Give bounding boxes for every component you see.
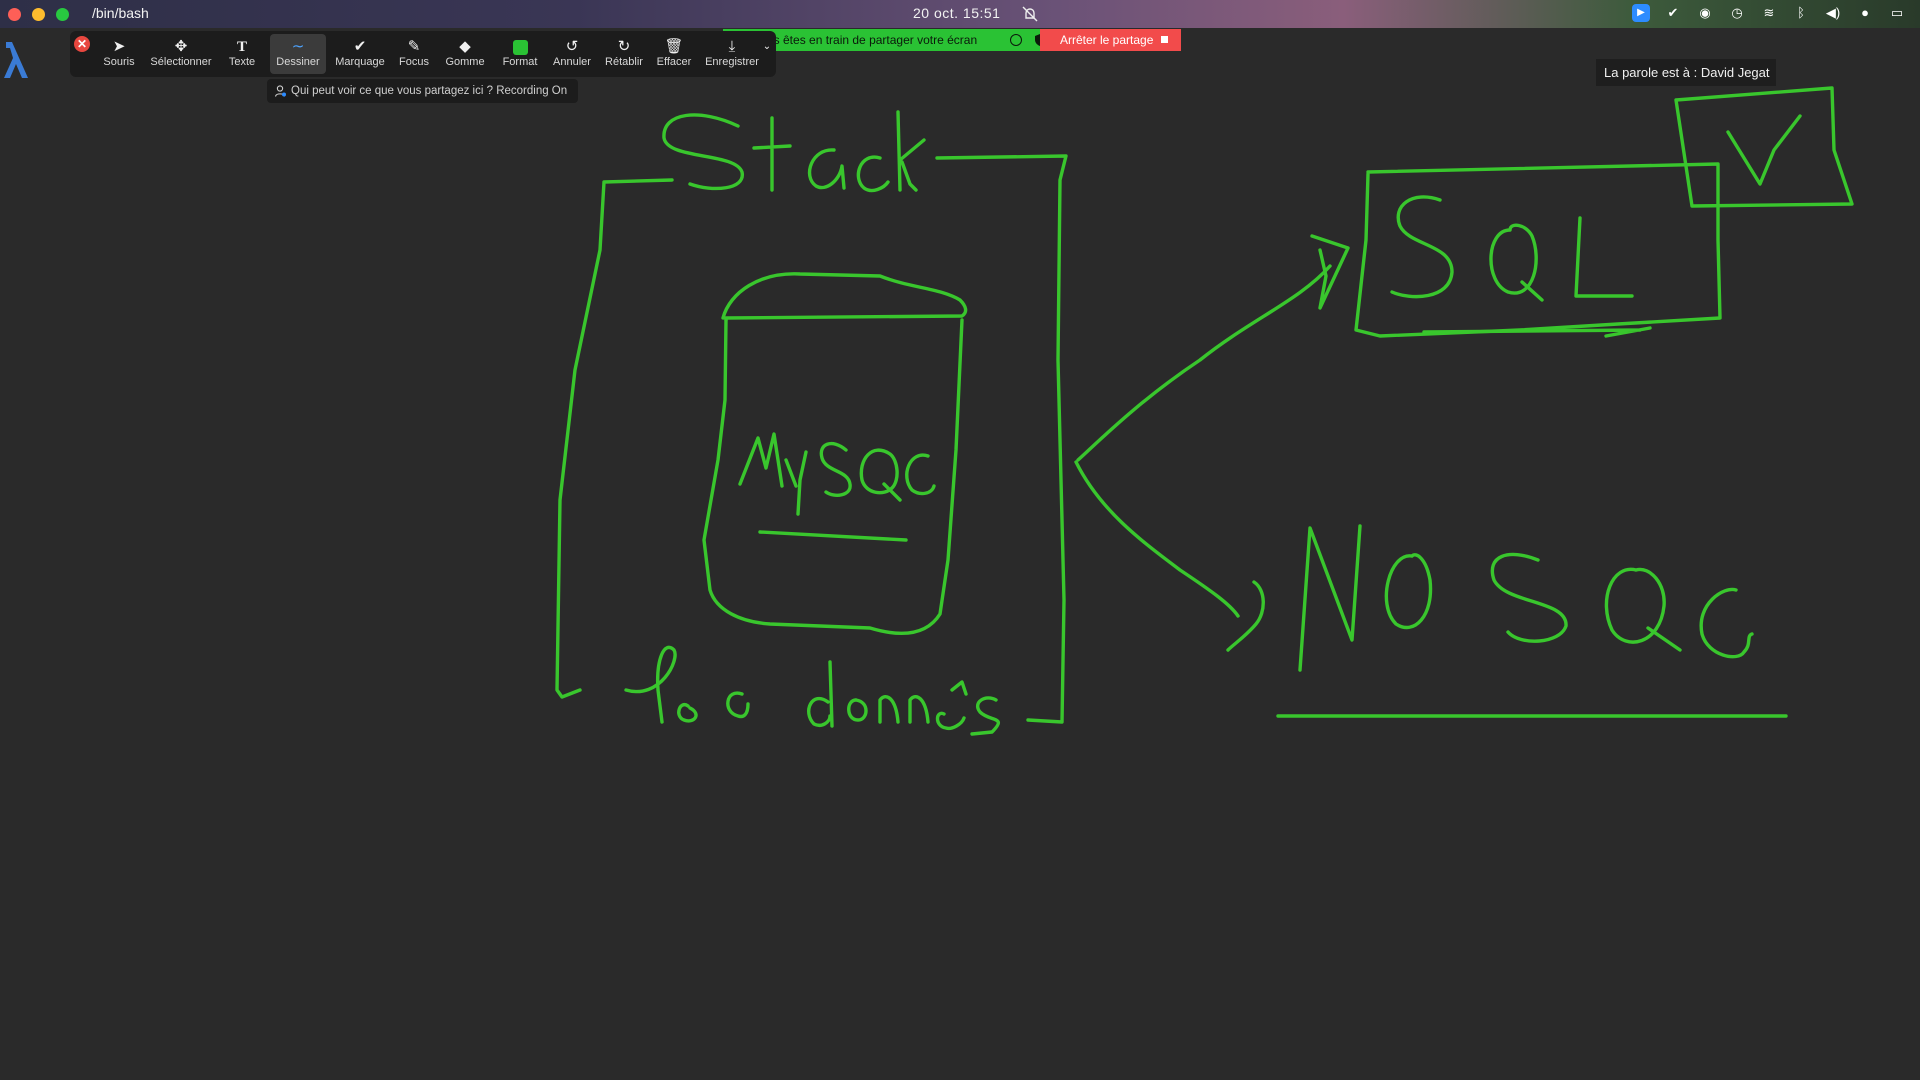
sharing-status-text: us êtes en train de partager votre écran <box>767 33 978 47</box>
tool-souris[interactable]: ➤ Souris <box>100 34 138 74</box>
share-visibility-info[interactable]: Qui peut voir ce que vous partagez ici ?… <box>267 79 578 103</box>
volume-icon[interactable]: ◀) <box>1825 5 1841 20</box>
tool-texte[interactable]: T Texte <box>224 34 260 74</box>
battery-icon[interactable]: ▭ <box>1890 5 1904 20</box>
tool-label: Enregistrer <box>705 56 759 68</box>
mysql-database-cylinder <box>702 272 968 635</box>
mysql-word <box>738 432 936 542</box>
save-options-dropdown[interactable]: ⌄ <box>760 34 774 74</box>
sharing-status-banner: us êtes en train de partager votre écran <box>723 29 1060 51</box>
stack-bracket <box>555 178 674 699</box>
nosql-word <box>1298 524 1754 672</box>
stack-word <box>662 110 926 193</box>
tool-label: Focus <box>399 56 429 68</box>
tool-label: Dessiner <box>276 56 320 68</box>
close-annotation-button[interactable]: ✕ <box>74 36 90 52</box>
do-not-disturb-icon[interactable] <box>1020 4 1040 24</box>
menubar-clock[interactable]: 20 oct. 15:51 <box>913 5 1001 21</box>
window-title: /bin/bash <box>92 5 149 21</box>
stop-icon <box>1161 36 1169 43</box>
share-visibility-text: Qui peut voir ce que vous partagez ici ?… <box>291 85 568 97</box>
format-color-swatch <box>512 40 528 55</box>
tool-format[interactable]: Format <box>498 34 542 74</box>
move-icon: ✥ <box>174 38 188 55</box>
zoom-app-icon[interactable]: ▶ <box>1632 4 1650 22</box>
tool-marquage[interactable]: ✔ Marquage <box>332 34 388 74</box>
wifi-icon[interactable]: ≋ <box>1763 5 1775 20</box>
tool-label: Rétablir <box>605 56 643 68</box>
pointer-icon: ➤ <box>112 38 126 55</box>
validation-checkbox <box>1674 86 1854 208</box>
arrow-to-sql <box>1076 264 1332 462</box>
microphone-icon[interactable]: ● <box>1861 5 1869 20</box>
arrow-to-nosql <box>1074 460 1240 618</box>
sql-underline <box>1422 326 1652 338</box>
stop-sharing-label: Arrêter le partage <box>1060 33 1154 47</box>
tool-label: Sélectionner <box>150 56 212 68</box>
arrow-to-nosql-head <box>1226 580 1265 652</box>
status-tray: ▶ ✔ ◉ ◷ ≋ ᛒ ◀) ● ▭ <box>1632 4 1906 22</box>
user-icon <box>275 85 286 97</box>
undo-icon: ↺ <box>565 38 579 55</box>
zoom-window-button[interactable] <box>56 8 69 21</box>
sql-box <box>1354 162 1722 338</box>
tool-label: Marquage <box>335 56 385 68</box>
stop-sharing-button[interactable]: Arrêter le partage <box>1040 29 1181 51</box>
browser-icon[interactable]: ◉ <box>1699 5 1711 20</box>
draw-icon: ∼ <box>291 38 305 55</box>
checkmark-status-icon[interactable]: ✔ <box>1667 5 1679 20</box>
tool-gomme[interactable]: ◆ Gomme <box>442 34 488 74</box>
tool-label: Effacer <box>656 56 692 68</box>
tool-label: Annuler <box>553 56 591 68</box>
save-icon: ⤓ <box>728 38 736 55</box>
trash-icon: 🗑︎ <box>664 38 684 55</box>
tool-label: Gomme <box>445 56 485 68</box>
tool-effacer[interactable]: 🗑︎ Effacer <box>654 34 694 74</box>
active-speaker-label: La parole est à : David Jegat <box>1596 59 1776 86</box>
arrow-to-sql-head <box>1310 234 1350 310</box>
annotation-toolbar: ✕ ➤ Souris ✥ Sélectionner T Texte ∼ Dess… <box>70 31 776 77</box>
tool-annuler[interactable]: ↺ Annuler <box>550 34 594 74</box>
bluetooth-icon[interactable]: ᛒ <box>1797 5 1805 20</box>
validation-checkmark <box>1726 114 1802 186</box>
timer-icon[interactable]: ◷ <box>1731 5 1743 20</box>
les-donnees-words <box>624 645 1000 736</box>
close-window-button[interactable] <box>8 8 21 21</box>
chevron-down-icon: ⌄ <box>762 41 772 52</box>
tool-label: Texte <box>228 56 256 68</box>
minimize-window-button[interactable] <box>32 8 45 21</box>
tool-retablir[interactable]: ↻ Rétablir <box>602 34 646 74</box>
connection-status-icon <box>1010 34 1022 46</box>
redo-icon: ↻ <box>617 38 631 55</box>
spotlight-icon: ✎ <box>407 38 421 55</box>
tool-focus[interactable]: ✎ Focus <box>396 34 432 74</box>
menu-bar: /bin/bash 20 oct. 15:51 ▶ ✔ ◉ ◷ ≋ ᛒ ◀) ●… <box>0 0 1920 28</box>
tool-enregistrer[interactable]: ⤓ Enregistrer <box>704 34 760 74</box>
tool-dessiner[interactable]: ∼ Dessiner <box>270 34 326 74</box>
tool-label: Souris <box>103 56 135 68</box>
stack-bracket-right <box>935 154 1068 724</box>
lambda-logo-icon <box>4 42 28 78</box>
sql-word <box>1390 195 1634 302</box>
tool-label: Format <box>502 56 538 68</box>
tool-selectionner[interactable]: ✥ Sélectionner <box>148 34 214 74</box>
text-icon: T <box>236 39 247 55</box>
eraser-icon: ◆ <box>459 38 471 55</box>
checkmark-icon: ✔ <box>353 38 367 55</box>
